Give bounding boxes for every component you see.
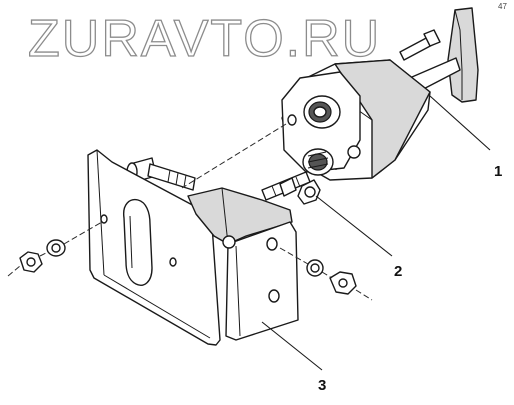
watermark-text: ZURAVTO.RU <box>28 10 381 68</box>
callout-3: 3 <box>261 321 326 394</box>
corner-mark: 47 <box>498 2 507 11</box>
left-nut-washer <box>19 239 66 273</box>
part-3-plate-bracket <box>87 149 299 346</box>
callout-label-2: 2 <box>394 263 402 280</box>
callout-1: 1 <box>429 95 502 180</box>
callout-2: 2 <box>315 195 402 280</box>
right-nut-washer <box>306 259 357 295</box>
callout-label-1: 1 <box>494 163 502 180</box>
part-2-threaded-rod <box>261 171 321 205</box>
assembly-center-lines <box>7 123 373 301</box>
part-1-handle-bracket <box>281 7 479 181</box>
callout-label-3: 3 <box>318 377 326 394</box>
